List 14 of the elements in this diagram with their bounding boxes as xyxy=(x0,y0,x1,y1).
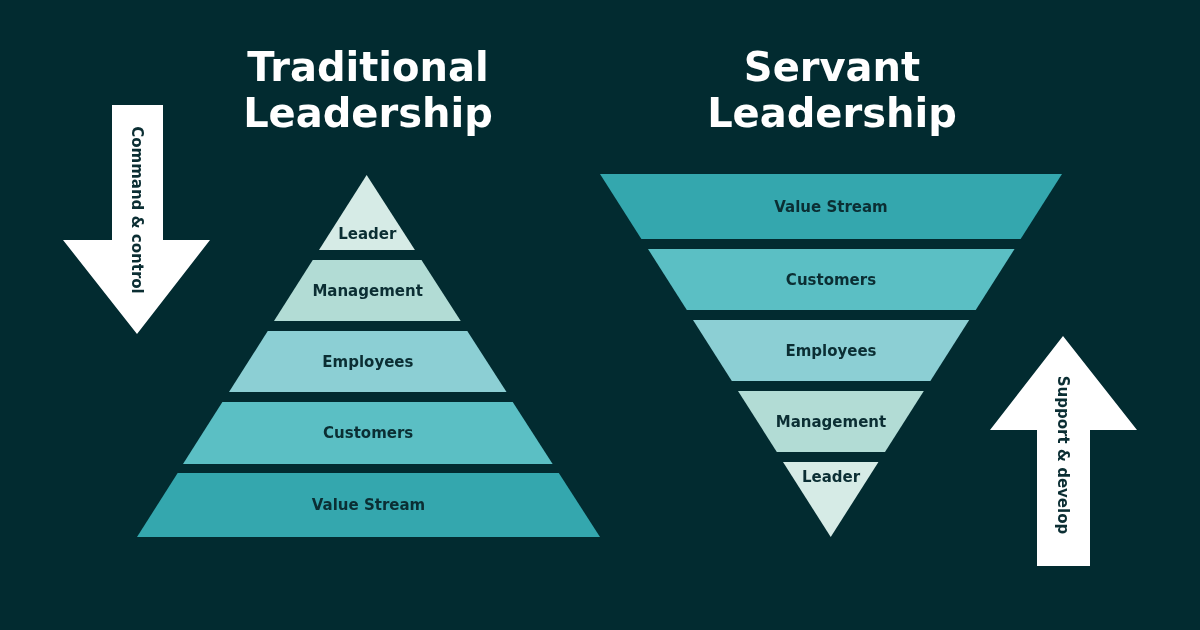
level-label: Employees xyxy=(322,352,414,371)
level-label: Customers xyxy=(323,424,414,442)
level-label: Customers xyxy=(785,270,877,289)
pyramid-heading: Servant Leadership xyxy=(706,44,958,136)
level-label: Employees xyxy=(785,341,877,360)
level-label: Leader xyxy=(338,225,397,243)
arrow-label: Command & control xyxy=(128,126,146,294)
pyramid-heading: Traditional Leadership xyxy=(242,44,494,136)
arrow-label: Support & develop xyxy=(1054,375,1072,535)
level-label: Value Stream xyxy=(311,496,426,514)
level-label: Value Stream xyxy=(774,197,888,216)
level-label: Leader xyxy=(801,468,861,486)
level-label: Management xyxy=(312,281,423,300)
level-label: Management xyxy=(775,412,887,431)
